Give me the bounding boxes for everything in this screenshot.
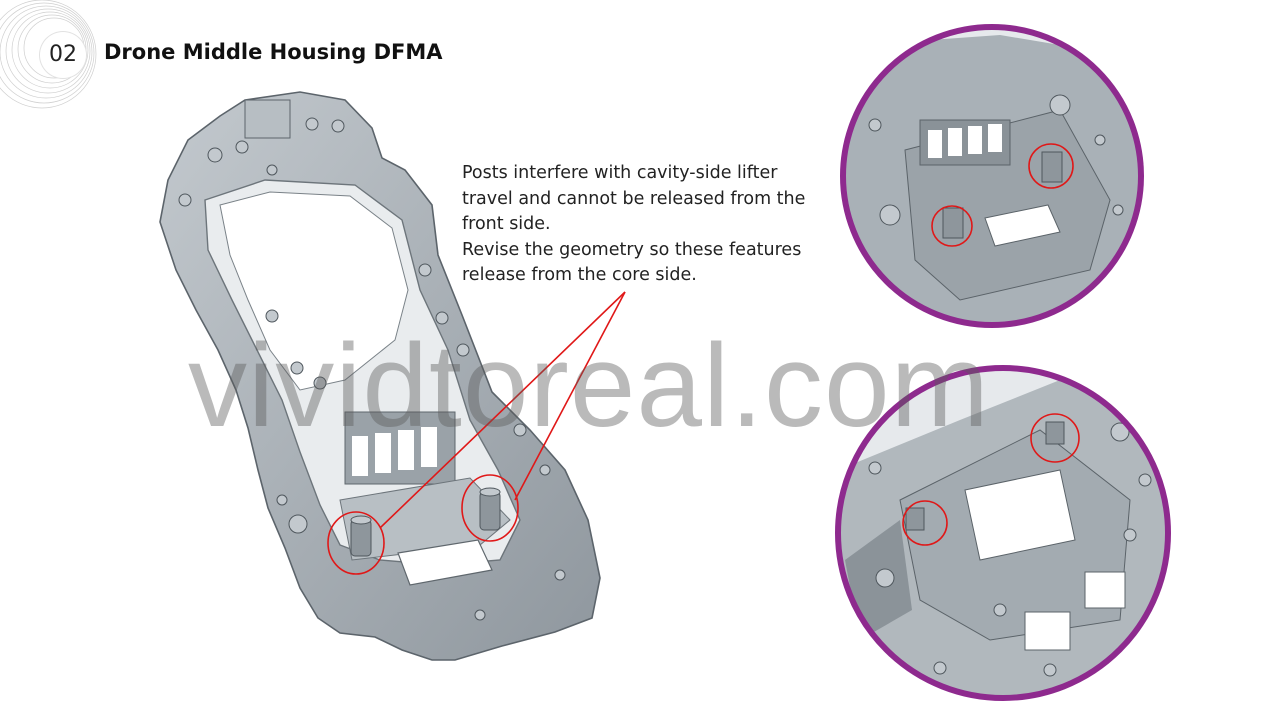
slide-number: 02	[49, 42, 77, 67]
badge-swirl-graphic	[0, 0, 97, 109]
callout-leader-right	[514, 291, 626, 501]
callout-leader-left	[379, 291, 626, 529]
callout-circle-top-detail-right	[1028, 143, 1074, 189]
annotation-note: Posts interfere with cavity-side lifter …	[462, 161, 842, 289]
callout-circle-bottom-detail-right	[1030, 413, 1080, 463]
annotation-line: Posts interfere with cavity-side lifter	[462, 163, 778, 183]
callout-circle-top-detail-left	[931, 205, 973, 247]
annotation-line: release from the core side.	[462, 265, 697, 285]
callout-circle-right-post	[461, 474, 519, 542]
annotation-line: travel and cannot be released from the	[462, 188, 806, 209]
callout-circle-left-post	[327, 511, 385, 575]
callout-circle-bottom-detail-left	[902, 500, 948, 546]
callout-markers	[327, 291, 626, 575]
slide-number-badge	[40, 32, 86, 78]
slide-title: Drone Middle Housing DFMA	[104, 40, 443, 64]
annotation-line: Revise the geometry so these features	[462, 239, 802, 260]
drone-housing-model	[159, 91, 601, 661]
detail-view-top	[840, 24, 1144, 328]
detail-view-bottom	[835, 365, 1171, 701]
annotation-line: front side.	[462, 214, 551, 234]
